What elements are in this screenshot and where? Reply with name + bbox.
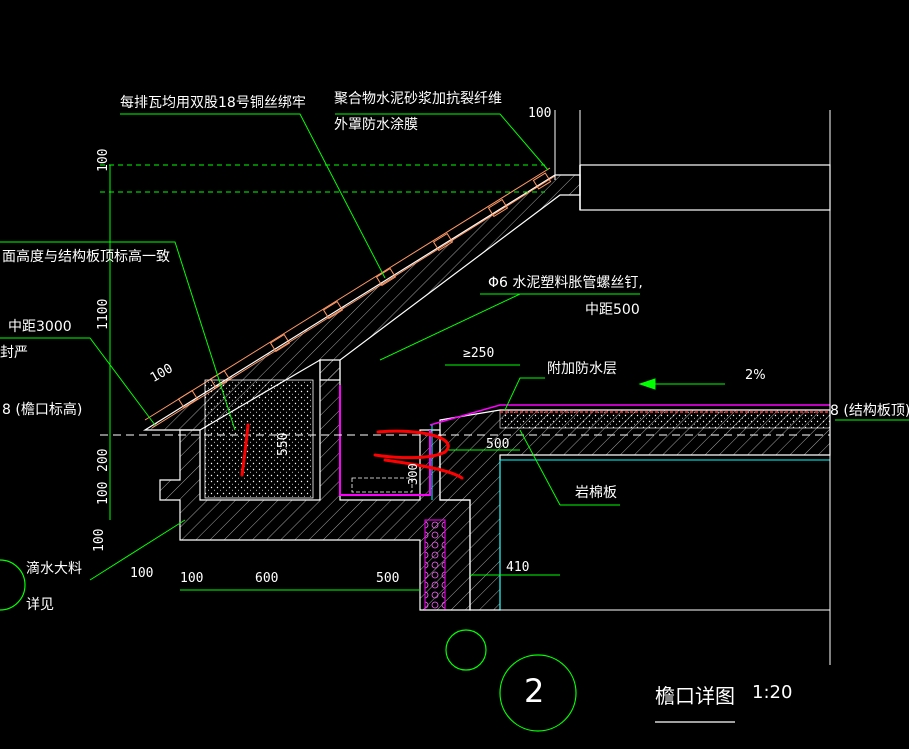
label-drip-line2: 详见 [26,597,54,613]
label-surface-height: 面高度与结构板顶标高一致 [2,249,170,265]
dim-b-100a: 100 [130,566,154,581]
dim-550: 550 [276,432,291,456]
label-seal: 封严 [0,345,28,361]
label-screw-line1: Φ6 水泥塑料胀管螺丝钉, [488,275,643,291]
dim-v-100b: 100 [96,481,111,505]
main-roof-slab [424,404,831,611]
label-drip-line1: 滴水大料 [26,561,82,577]
label-eave-elev: 8 (檐口标高) [2,402,83,418]
dim-500-mid: 500 [486,437,510,452]
dim-top-100: 100 [528,106,552,121]
dim-v-100c: 100 [92,528,107,552]
dim-ge-250: ≥250 [463,346,495,361]
label-struct-top: 8 (结构板顶) [830,403,909,419]
drawing-title: 檐口详图 [655,684,735,708]
red-annotations [240,423,464,480]
dim-410: 410 [506,560,530,575]
dim-v-1100: 1100 [96,298,111,330]
dim-v-100a: 100 [96,148,111,172]
gutter [159,359,471,611]
grid-lines [100,110,831,665]
label-slope: 2% [745,368,766,383]
label-spacing-left: 中距3000 [8,319,72,335]
drawing-scale: 1:20 [752,682,793,703]
dim-300: 300 [406,463,420,485]
dim-b-600: 600 [255,571,279,586]
label-rock-wool: 岩棉板 [575,485,617,501]
upper-slab [579,164,831,211]
circles [0,559,577,732]
dim-v-200: 200 [96,448,111,472]
label-tile-tie: 每排瓦均用双股18号铜丝绑牢 [120,95,306,111]
leader-lines [0,113,909,581]
label-mortar-line2: 外罩防水涂膜 [334,117,418,133]
dim-b-100b: 100 [180,571,204,586]
label-extra-waterproof: 附加防水层 [547,361,617,377]
label-screw-line2: 中距500 [585,302,640,318]
dim-b-500: 500 [376,571,400,586]
label-mortar-line1: 聚合物水泥砂浆加抗裂纤维 [334,91,502,107]
detail-number: 2 [524,672,545,710]
